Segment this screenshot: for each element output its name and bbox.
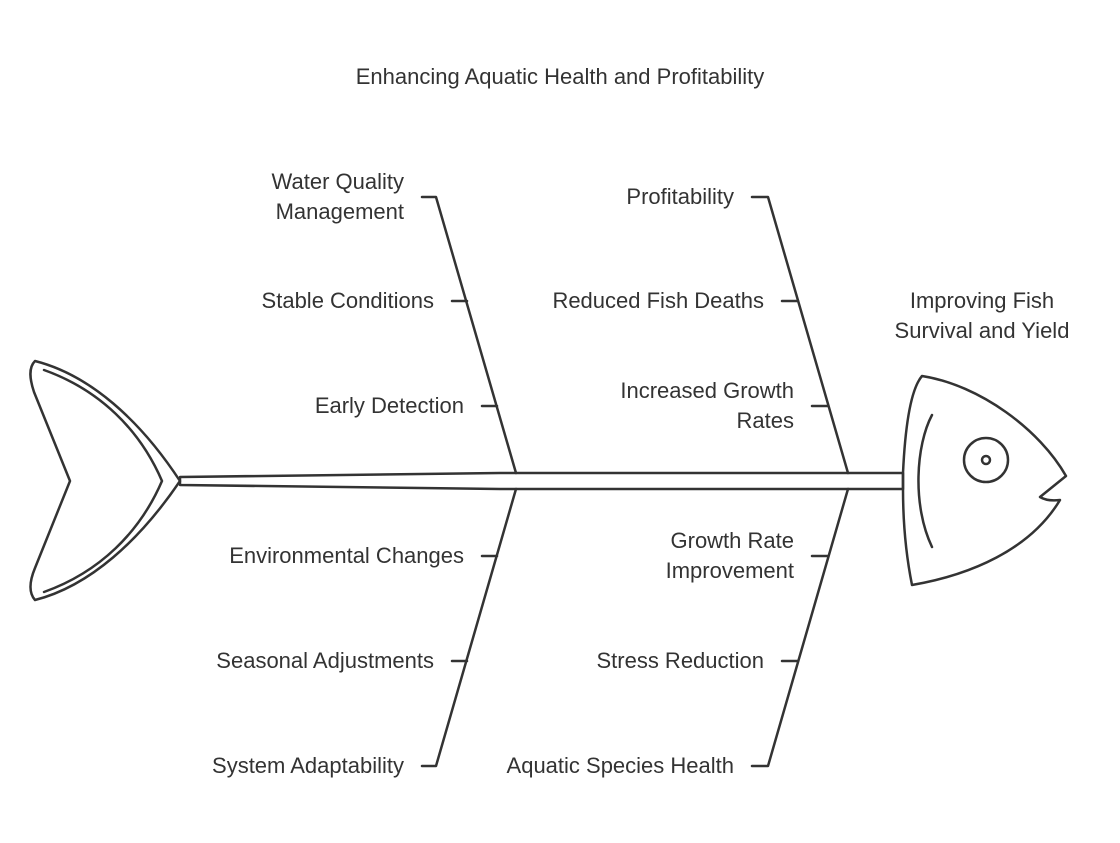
- cause-label-profitability: Profitability: [626, 184, 734, 209]
- fish-head: [901, 374, 1068, 587]
- bone-top-left: [420, 195, 518, 475]
- cause-label-stress-reduction: Stress Reduction: [596, 648, 764, 673]
- cause-label-growth-rate-improvement: Growth Rate Improvement: [665, 528, 794, 583]
- fish-spine: [178, 471, 905, 491]
- cause-label-stable-conditions: Stable Conditions: [261, 288, 434, 313]
- cause-label-increased-growth-rates: Increased Growth Rates: [620, 378, 794, 433]
- fish-eye: [962, 436, 1010, 484]
- fish-pupil: [980, 454, 992, 466]
- fish-gill-line: [917, 413, 934, 549]
- cause-label-early-detection: Early Detection: [314, 393, 464, 418]
- bone-bottom-left: [420, 487, 518, 768]
- cause-label-system-adaptability: System Adaptability: [212, 753, 404, 778]
- effect-label: Improving Fish Survival and Yield: [894, 288, 1070, 343]
- fish-tail-inner-line: [42, 368, 164, 594]
- cause-label-environmental-changes: Environmental Changes: [229, 543, 464, 568]
- cause-label-seasonal-adjustments: Seasonal Adjustments: [216, 648, 434, 673]
- bone-top-right: [750, 195, 850, 475]
- bone-bottom-right: [750, 487, 850, 768]
- diagram-title: Enhancing Aquatic Health and Profitabili…: [355, 64, 765, 89]
- cause-label-reduced-fish-deaths: Reduced Fish Deaths: [552, 288, 764, 313]
- fish-tail: [29, 359, 182, 602]
- cause-label-water-quality-management: Water Quality Management: [271, 169, 404, 224]
- cause-label-aquatic-species-health: Aquatic Species Health: [506, 753, 734, 778]
